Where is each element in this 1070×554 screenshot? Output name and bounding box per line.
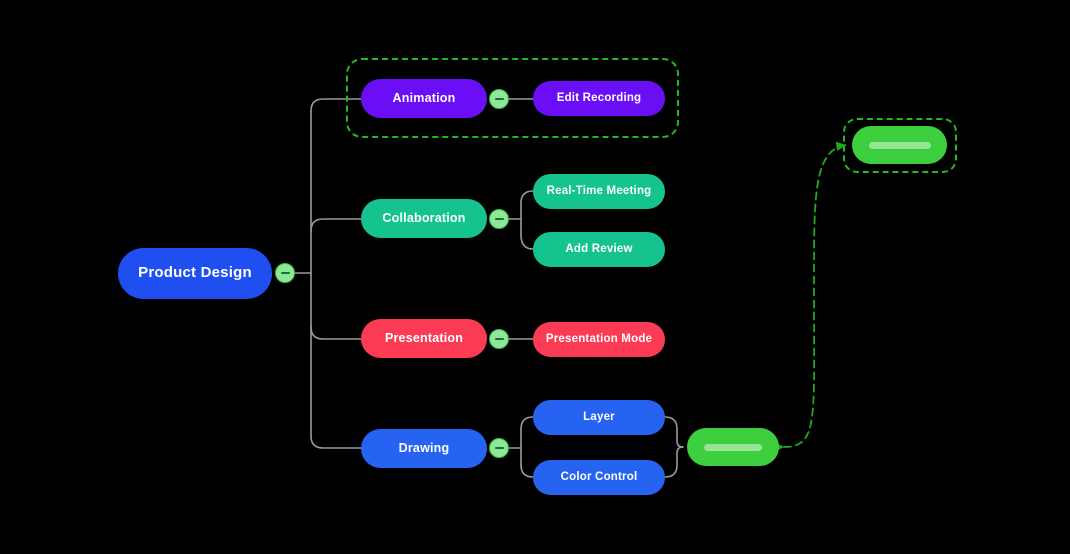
node-presentation-mode[interactable]: Presentation Mode xyxy=(533,322,665,357)
minus-icon xyxy=(494,218,504,220)
toggle-collapse-root[interactable] xyxy=(275,263,295,283)
wire-root-trunk xyxy=(294,98,362,449)
node-drawing-label: Drawing xyxy=(398,440,450,455)
node-layer[interactable]: Layer xyxy=(533,400,665,435)
node-product-design[interactable]: Product Design xyxy=(118,248,272,299)
node-collaboration-label: Collaboration xyxy=(382,210,466,225)
node-collaboration[interactable]: Collaboration xyxy=(361,199,487,238)
node-animation[interactable]: Animation xyxy=(361,79,487,118)
placeholder-node-top-right[interactable] xyxy=(852,126,947,164)
wire-merge-to-placeholder xyxy=(664,416,684,478)
toggle-collapse-animation[interactable] xyxy=(489,89,509,109)
minus-icon xyxy=(494,447,504,449)
node-real-time-meeting[interactable]: Real-Time Meeting xyxy=(533,174,665,209)
node-presentation[interactable]: Presentation xyxy=(361,319,487,358)
placeholder-bar-top-right xyxy=(868,141,931,149)
placeholder-bar-bottom xyxy=(704,443,762,451)
minus-icon xyxy=(494,338,504,340)
placeholder-node-bottom[interactable] xyxy=(687,428,779,466)
wire-drawing-children xyxy=(508,416,534,478)
dashed-link-placeholders[interactable] xyxy=(774,141,847,452)
toggle-collapse-collaboration[interactable] xyxy=(489,209,509,229)
node-add-review[interactable]: Add Review xyxy=(533,232,665,267)
node-add-review-label: Add Review xyxy=(565,243,633,256)
node-edit-recording-label: Edit Recording xyxy=(556,92,642,105)
node-color-control[interactable]: Color Control xyxy=(533,460,665,495)
node-presentation-label: Presentation xyxy=(384,330,464,345)
minus-icon xyxy=(280,272,290,274)
node-drawing[interactable]: Drawing xyxy=(361,429,487,468)
node-product-design-label: Product Design xyxy=(138,264,252,282)
minus-icon xyxy=(494,98,504,100)
toggle-collapse-drawing[interactable] xyxy=(489,438,509,458)
node-real-time-meeting-label: Real-Time Meeting xyxy=(546,185,652,198)
node-layer-label: Layer xyxy=(583,411,615,424)
node-edit-recording[interactable]: Edit Recording xyxy=(533,81,665,116)
node-animation-label: Animation xyxy=(392,90,456,105)
node-color-control-label: Color Control xyxy=(560,471,638,484)
wire-collaboration-children xyxy=(508,190,534,250)
toggle-collapse-presentation[interactable] xyxy=(489,329,509,349)
node-presentation-mode-label: Presentation Mode xyxy=(545,333,653,346)
